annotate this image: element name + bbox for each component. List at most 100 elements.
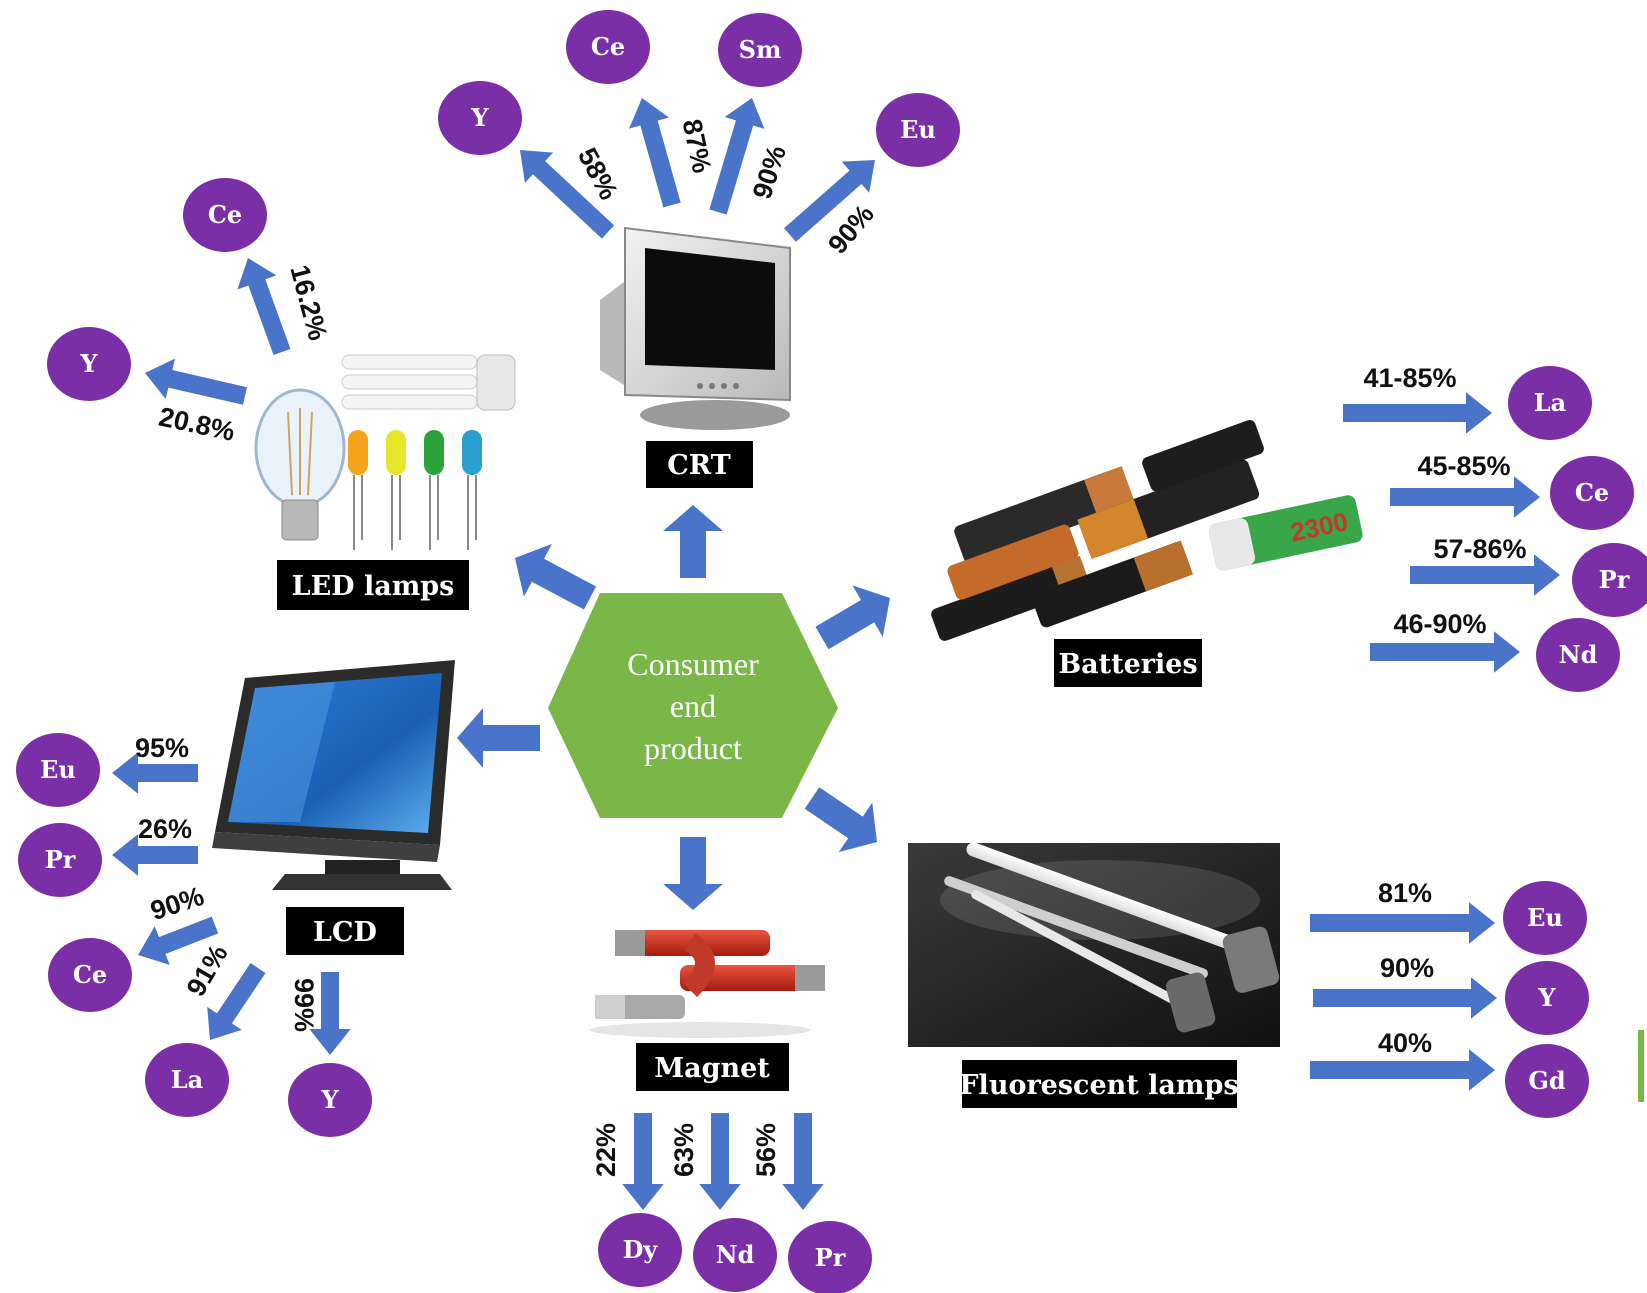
node-lcd-ce-symbol: Ce (73, 960, 107, 989)
pct-crt-sm: 90% (747, 142, 792, 203)
node-batteries-pr-symbol: Pr (1599, 565, 1630, 594)
hexagon-shape (548, 593, 838, 818)
arrow-batteries-pr (1410, 554, 1560, 596)
pct-lcd-ce: 90% (147, 881, 208, 926)
arrow-center-to-magnet (663, 837, 723, 910)
node-batteries-pr: Pr (1572, 543, 1647, 617)
arrow-crt-eu (784, 160, 875, 242)
node-crt-sm-circle (718, 13, 802, 87)
pct-led-ce: 16.2% (284, 262, 333, 344)
node-fluorescent-y-symbol: Y (1537, 983, 1556, 1012)
arrow-fluorescent-y (1313, 977, 1497, 1019)
crt-monitor-image (600, 226, 791, 430)
node-fluorescent-eu-circle (1503, 881, 1587, 955)
node-magnet-pr-circle (788, 1221, 872, 1293)
led-lamps-label: LED lamps (277, 560, 469, 610)
pct-fluorescent-y: 90% (1380, 953, 1434, 983)
node-lcd-ce: Ce (48, 938, 132, 1012)
node-magnet-dy: Dy (598, 1213, 682, 1287)
lcd-monitor-image (212, 660, 455, 890)
arrow-center-to-batteries (815, 585, 890, 650)
node-lcd-y-symbol: Y (320, 1085, 339, 1114)
node-lcd-y-circle (288, 1063, 372, 1137)
node-magnet-dy-symbol: Dy (623, 1235, 659, 1264)
arrow-center-to-crt (663, 505, 723, 578)
arrow-crt-sm (709, 98, 765, 215)
node-fluorescent-eu-symbol: Eu (1527, 903, 1563, 932)
svg-text:Fluorescent lamps: Fluorescent lamps (959, 1070, 1238, 1101)
node-batteries-pr-circle (1572, 543, 1647, 617)
node-crt-y: Y (438, 81, 522, 155)
pct-magnet-nd: 63% (669, 1123, 699, 1177)
node-fluorescent-y: Y (1505, 961, 1589, 1035)
node-batteries-ce-circle (1550, 456, 1634, 530)
center-line-1: Consumer (627, 646, 759, 682)
pct-fluorescent-gd: 40% (1378, 1028, 1432, 1058)
green-edge-accent (1638, 1030, 1644, 1102)
arrow-center-to-lcd (457, 708, 540, 768)
pct-magnet-pr: 56% (751, 1123, 781, 1177)
node-crt-eu-circle (876, 93, 960, 167)
node-batteries-la-circle (1508, 366, 1592, 440)
arrow-crt-y (520, 150, 615, 239)
arrow-lcd-eu (112, 752, 198, 794)
pct-batteries-pr: 57-86% (1433, 534, 1526, 564)
node-batteries-nd-symbol: Nd (1559, 640, 1598, 669)
node-batteries-nd: Nd (1536, 618, 1620, 692)
arrow-lcd-y (309, 972, 351, 1055)
node-batteries-nd-circle (1536, 618, 1620, 692)
arrow-lcd-pr (112, 834, 198, 876)
node-fluorescent-y-circle (1505, 961, 1589, 1035)
node-lcd-la-symbol: La (171, 1065, 203, 1094)
node-lcd-ce-circle (48, 938, 132, 1012)
node-crt-eu-symbol: Eu (900, 115, 936, 144)
arrow-center-to-fluorescent (804, 787, 877, 853)
svg-text:Batteries: Batteries (1058, 649, 1197, 680)
node-lcd-la-circle (145, 1043, 229, 1117)
node-magnet-nd-symbol: Nd (716, 1240, 755, 1269)
center-hexagon: Consumer end product (548, 593, 838, 818)
arrow-magnet-nd (699, 1113, 741, 1210)
node-magnet-dy-circle (598, 1213, 682, 1287)
node-lcd-la: La (145, 1043, 229, 1117)
batteries-label: Batteries (1054, 639, 1202, 687)
svg-text:LED lamps: LED lamps (292, 571, 455, 602)
pct-crt-ce: 87% (677, 117, 718, 176)
node-lcd-eu: Eu (16, 733, 100, 807)
node-lcd-eu-circle (16, 733, 100, 807)
node-led-ce-circle (183, 178, 267, 252)
node-fluorescent-gd: Gd (1505, 1044, 1589, 1118)
arrow-lcd-la (207, 963, 266, 1040)
arrow-batteries-ce (1390, 476, 1540, 518)
node-crt-sm: Sm (718, 13, 802, 87)
node-lcd-pr: Pr (18, 823, 102, 897)
svg-text:CRT: CRT (667, 450, 731, 481)
node-lcd-pr-symbol: Pr (45, 845, 76, 874)
node-crt-y-circle (438, 81, 522, 155)
pct-lcd-y: 99% (289, 978, 319, 1032)
node-led-ce-symbol: Ce (208, 200, 242, 229)
crt-label: CRT (646, 441, 753, 488)
node-fluorescent-gd-symbol: Gd (1528, 1066, 1565, 1095)
arrow-fluorescent-gd (1310, 1049, 1495, 1091)
node-lcd-y: Y (288, 1063, 372, 1137)
pct-batteries-nd: 46-90% (1393, 609, 1486, 639)
node-led-y-circle (47, 327, 131, 401)
node-batteries-ce: Ce (1550, 456, 1634, 530)
node-crt-y-symbol: Y (470, 103, 489, 132)
node-led-y-symbol: Y (79, 349, 98, 378)
magnet-label: Magnet (636, 1043, 789, 1091)
node-crt-eu: Eu (876, 93, 960, 167)
fluorescent-lamps-image (908, 842, 1280, 1047)
node-crt-ce-symbol: Ce (591, 32, 625, 61)
node-batteries-la: La (1508, 366, 1592, 440)
arrow-fluorescent-eu (1310, 902, 1495, 944)
node-crt-sm-symbol: Sm (739, 35, 782, 64)
pct-led-y: 20.8% (156, 402, 237, 447)
lcd-label: LCD (286, 907, 404, 955)
node-magnet-pr-symbol: Pr (815, 1243, 846, 1272)
svg-text:Magnet: Magnet (654, 1053, 770, 1084)
arrow-center-to-led (515, 543, 597, 610)
